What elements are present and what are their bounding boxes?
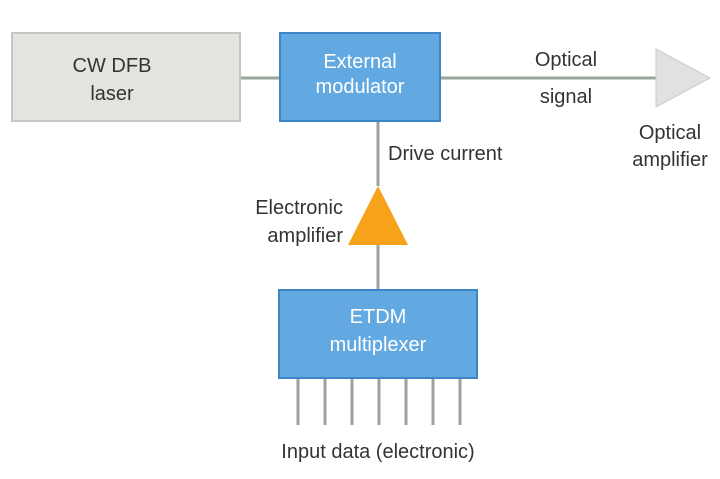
electronic-amplifier-label-line2: amplifier <box>267 225 343 247</box>
external-modulator-box <box>279 32 441 122</box>
etdm-multiplexer-box <box>278 289 478 379</box>
laser-label-line2: laser <box>90 83 134 105</box>
modulator-label-line2: modulator <box>316 76 405 98</box>
electronic-amplifier-triangle <box>348 186 408 245</box>
multiplexer-label-line1: ETDM <box>350 306 407 328</box>
electronic-amplifier-label-line1: Electronic <box>255 197 343 219</box>
cw-dfb-laser-box <box>11 32 241 122</box>
input-data-label: Input data (electronic) <box>281 441 474 463</box>
optical-signal-label-line2: signal <box>540 86 592 108</box>
input-data-lines <box>296 378 462 425</box>
optical-amplifier-label-line1: Optical <box>639 122 701 144</box>
drive-current-label: Drive current <box>388 143 503 165</box>
optical-amplifier-triangle <box>655 48 712 108</box>
optical-signal-label-line1: Optical <box>535 49 597 71</box>
modulator-label-line1: External <box>323 51 396 73</box>
multiplexer-label-line2: multiplexer <box>330 334 427 356</box>
laser-label-line1: CW DFB <box>73 55 152 77</box>
optical-amplifier-label-line2: amplifier <box>632 149 708 171</box>
